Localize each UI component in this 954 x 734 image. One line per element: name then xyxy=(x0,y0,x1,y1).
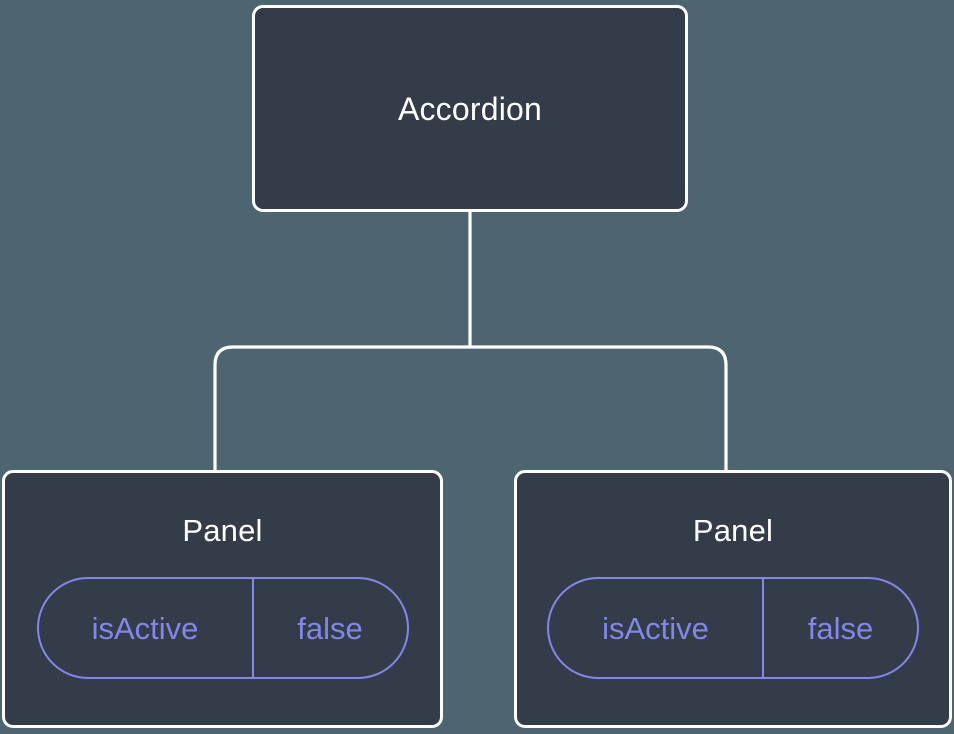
state-pill-panel-1[interactable]: isActive false xyxy=(36,577,409,679)
state-pill-panel-2-key: isActive xyxy=(549,579,764,677)
state-pill-panel-2[interactable]: isActive false xyxy=(547,577,919,679)
node-panel-2[interactable]: Panel isActive false xyxy=(514,470,952,728)
edge-root-to-panel-left xyxy=(213,345,470,472)
node-panel-2-label: Panel xyxy=(692,513,774,548)
state-pill-panel-2-value: false xyxy=(807,610,874,646)
state-pill-panel-1-value: false xyxy=(297,610,363,646)
node-panel-1[interactable]: Panel isActive false xyxy=(2,470,443,728)
node-panel-1-label: Panel xyxy=(182,513,263,548)
edge-root-to-panel-right xyxy=(470,345,728,472)
state-pill-panel-1-key: isActive xyxy=(39,579,254,677)
node-accordion[interactable]: Accordion xyxy=(252,5,688,212)
node-accordion-label: Accordion xyxy=(397,90,543,127)
